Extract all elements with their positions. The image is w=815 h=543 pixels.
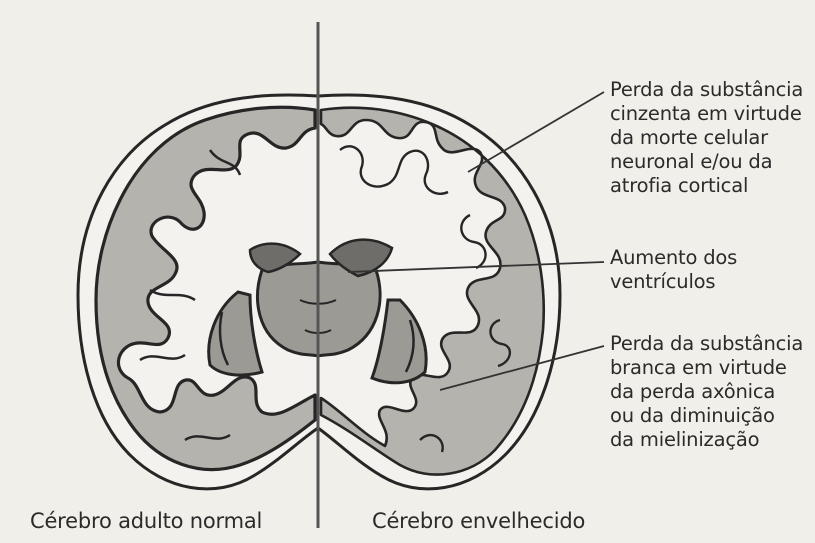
- annotation-line: Aumento dos: [610, 246, 737, 270]
- annotation-ventricle-enlargement: Aumento dos ventrículos: [610, 246, 737, 294]
- leader-line-gray-matter: [468, 92, 604, 172]
- annotation-line: atrofia cortical: [610, 174, 803, 198]
- annotation-white-matter-loss: Perda da substância branca em virtude da…: [610, 332, 803, 452]
- annotation-line: branca em virtude: [610, 356, 803, 380]
- annotation-line: cinzenta em virtude: [610, 102, 803, 126]
- annotation-line: ou da diminuição: [610, 404, 803, 428]
- annotation-line: Perda da substância: [610, 332, 803, 356]
- annotation-line: da mielinização: [610, 428, 803, 452]
- annotation-line: da morte celular: [610, 126, 803, 150]
- annotation-line: ventrículos: [610, 270, 737, 294]
- annotation-line: da perda axônica: [610, 380, 803, 404]
- annotation-gray-matter-loss: Perda da substância cinzenta em virtude …: [610, 78, 803, 198]
- caption-aged-brain: Cérebro envelhecido: [372, 508, 585, 534]
- caption-normal-brain: Cérebro adulto normal: [30, 508, 262, 534]
- annotation-line: Perda da substância: [610, 78, 803, 102]
- annotation-line: neuronal e/ou da: [610, 150, 803, 174]
